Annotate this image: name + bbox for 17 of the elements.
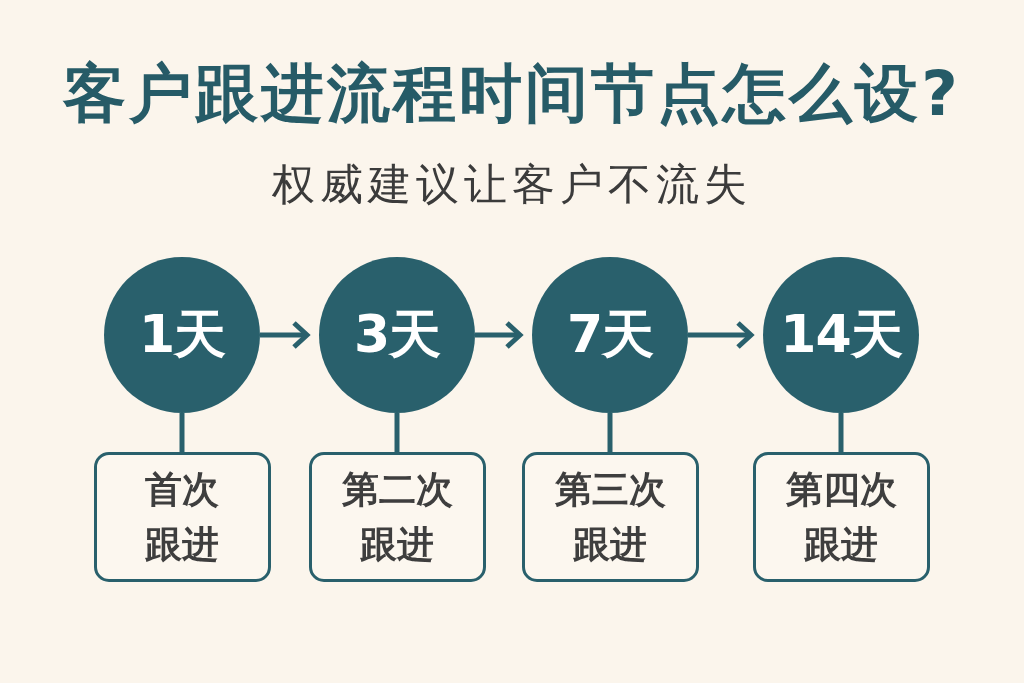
day-circle: 14天 (763, 257, 919, 413)
step-box: 首次跟进 (93, 452, 271, 582)
connector-line (179, 413, 185, 452)
day-circle: 7天 (532, 257, 688, 413)
arrow (688, 320, 754, 350)
day-circle: 1天 (104, 257, 260, 413)
arrow (260, 320, 310, 350)
step-box: 第二次跟进 (308, 452, 486, 582)
step-box: 第四次跟进 (752, 452, 930, 582)
title: 客户跟进流程时间节点怎么设? (63, 56, 961, 132)
day-circle: 3天 (319, 257, 475, 413)
connector-line (394, 413, 400, 452)
connector-line (838, 413, 844, 452)
step-box: 第三次跟进 (521, 452, 699, 582)
connector-line (607, 413, 613, 452)
arrow (475, 320, 523, 350)
subtitle: 权威建议让客户不流失 (272, 158, 752, 211)
